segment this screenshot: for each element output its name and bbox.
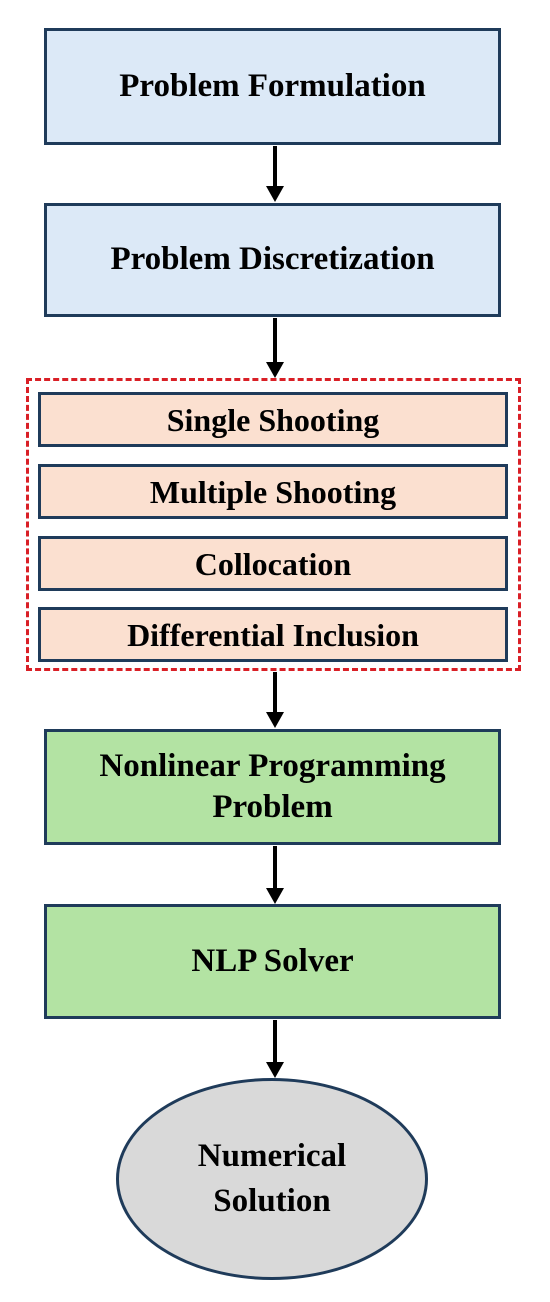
problem-formulation-box: Problem Formulation [44,28,501,145]
discretization-methods-group [26,378,521,671]
arrowhead [266,888,284,904]
arrowhead [266,1062,284,1078]
problem-discretization-box: Problem Discretization [44,203,501,317]
arrowhead [266,362,284,378]
nlp-solver-box: NLP Solver [44,904,501,1019]
method-box-differential-inclusion: Differential Inclusion [38,607,508,662]
method-label: Differential Inclusion [127,616,419,653]
numerical-solution-line-1: Numerical [197,1138,347,1175]
arrowhead [266,186,284,202]
method-box-collocation: Collocation [38,536,508,591]
method-label: Collocation [194,545,352,582]
method-box-multiple-shooting: Multiple Shooting [38,464,508,519]
problem-formulation-label: Problem Formulation [119,67,426,104]
nonlinear-programming-box: Nonlinear Programming Problem [44,729,501,845]
problem-discretization-label: Problem Discretization [110,241,435,278]
nlp-solver-label: NLP Solver [191,942,354,979]
nonlinear-programming-line-1: Nonlinear Programming [99,747,446,784]
method-box-single-shooting: Single Shooting [38,392,508,447]
arrowhead [266,712,284,728]
numerical-solution-ellipse: Numerical Solution [116,1078,428,1280]
method-label: Multiple Shooting [149,473,397,510]
nonlinear-programming-line-2: Problem [212,789,333,825]
numerical-solution-line-2: Solution [213,1183,331,1219]
method-label: Single Shooting [166,401,380,438]
